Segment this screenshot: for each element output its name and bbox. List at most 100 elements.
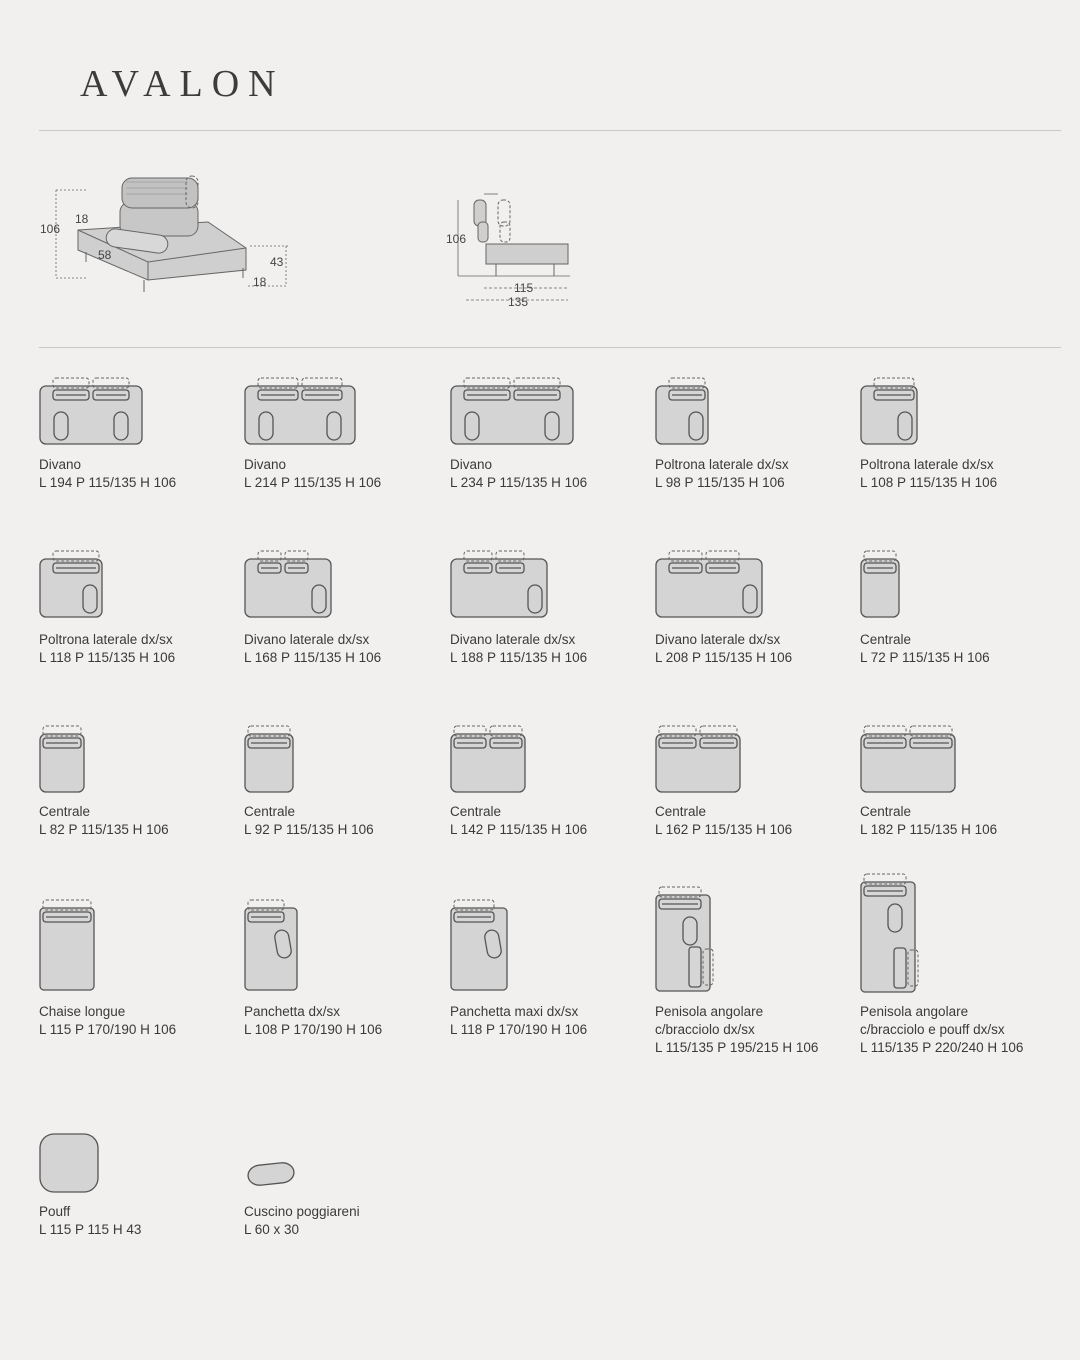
module-name: Poltrona laterale dx/sx: [860, 457, 994, 472]
central-icon: [450, 724, 526, 799]
module-caption: Divano laterale dx/sx L 188 P 115/135 H 1…: [450, 631, 587, 667]
module-name: Divano: [244, 457, 287, 472]
module-dimensions: L 82 P 115/135 H 106: [39, 822, 169, 837]
module-caption: Centrale L 82 P 115/135 H 106: [39, 803, 169, 839]
module-dimensions: L 115 P 115 H 43: [39, 1222, 142, 1237]
module-name: Divano laterale dx/sx: [244, 632, 370, 647]
module-name: Centrale: [655, 804, 707, 819]
module-caption: Centrale L 182 P 115/135 H 106: [860, 803, 997, 839]
module-dimensions: L 60 x 30: [244, 1222, 300, 1237]
module-dimensions: L 108 P 170/190 H 106: [244, 1022, 383, 1037]
dim-height: 106: [40, 222, 60, 236]
module-name: Centrale: [860, 804, 912, 819]
module-name-line2: c/bracciolo dx/sx: [655, 1022, 755, 1037]
module-name: Centrale: [39, 804, 91, 819]
module-dimensions: L 115 P 170/190 H 106: [39, 1022, 177, 1037]
module-item: Centrale L 82 P 115/135 H 106: [39, 724, 239, 924]
module-name: Panchetta dx/sx: [244, 1004, 341, 1019]
dim-height: 106: [446, 232, 466, 246]
module-item: Poltrona laterale dx/sx L 108 P 115/135 H…: [860, 376, 1060, 576]
divider: [39, 347, 1061, 348]
module-dimensions: L 182 P 115/135 H 106: [860, 822, 998, 837]
module-name: Divano: [39, 457, 82, 472]
chaise-longue-icon: [39, 898, 95, 997]
module-item: Pouff L 115 P 115 H 43: [39, 1133, 239, 1333]
divider: [39, 130, 1061, 131]
module-name-line2: c/bracciolo e pouff dx/sx: [860, 1022, 1005, 1037]
module-caption: Centrale L 92 P 115/135 H 106: [244, 803, 374, 839]
sofa-side-icon: [450, 549, 548, 624]
module-dimensions: L 108 P 115/135 H 106: [860, 475, 998, 490]
perspective-sofa-drawing: 106 18 58 43 18: [40, 175, 288, 292]
module-caption: Poltrona laterale dx/sx L 118 P 115/135 H…: [39, 631, 175, 667]
module-name: Centrale: [860, 632, 912, 647]
module-dimensions: L 188 P 115/135 H 106: [450, 650, 588, 665]
module-name: Poltrona laterale dx/sx: [655, 457, 789, 472]
module-item: Divano L 234 P 115/135 H 106: [450, 376, 650, 576]
sofa-side-icon: [655, 549, 763, 624]
sofa-two-arms-icon: [39, 376, 143, 451]
module-dimensions: L 92 P 115/135 H 106: [244, 822, 374, 837]
sofa-two-arms-icon: [244, 376, 356, 451]
armchair-side-icon: [860, 376, 918, 451]
dim-depth-max: 135: [508, 295, 528, 309]
module-item: Centrale L 182 P 115/135 H 106: [860, 724, 1060, 924]
lumbar-cushion-icon: [244, 1160, 298, 1193]
module-item: Poltrona laterale dx/sx L 98 P 115/135 H …: [655, 376, 855, 576]
module-name: Cuscino poggiareni: [244, 1204, 360, 1219]
module-name: Panchetta maxi dx/sx: [450, 1004, 579, 1019]
module-item: Cuscino poggiareni L 60 x 30: [244, 1160, 444, 1360]
dim-depth-min: 115: [514, 281, 533, 295]
module-name: Centrale: [450, 804, 502, 819]
module-name: Pouff: [39, 1204, 71, 1219]
central-icon: [244, 724, 294, 799]
sofa-two-arms-icon: [450, 376, 574, 451]
page-title: AVALON: [80, 63, 285, 105]
module-name: Penisola angolare: [655, 1004, 764, 1019]
module-item: Penisola angolare c/bracciolo e pouff dx/…: [860, 872, 1060, 1072]
module-dimensions: L 98 P 115/135 H 106: [655, 475, 785, 490]
module-name: Penisola angolare: [860, 1004, 969, 1019]
module-caption: Divano L 234 P 115/135 H 106: [450, 456, 587, 492]
module-name: Divano: [450, 457, 493, 472]
module-caption: Panchetta maxi dx/sx L 118 P 170/190 H 10…: [450, 1003, 587, 1039]
module-item: Poltrona laterale dx/sx L 118 P 115/135 H…: [39, 549, 239, 749]
dim-seat-cushion: 58: [98, 248, 112, 262]
central-icon: [655, 724, 741, 799]
module-dimensions: L 208 P 115/135 H 106: [655, 650, 793, 665]
central-icon: [860, 549, 900, 624]
module-item: Panchetta dx/sx L 108 P 170/190 H 106: [244, 898, 444, 1098]
module-name: Poltrona laterale dx/sx: [39, 632, 173, 647]
pouf-icon: [39, 1133, 99, 1198]
armchair-side-icon: [655, 376, 709, 451]
armchair-side-icon: [39, 549, 103, 624]
central-icon: [39, 724, 85, 799]
module-item: Centrale L 92 P 115/135 H 106: [244, 724, 444, 924]
side-view-drawing: 106 115 135: [446, 193, 570, 309]
dim-seat-height: 43: [270, 255, 284, 269]
module-dimensions: L 118 P 170/190 H 106: [450, 1022, 588, 1037]
module-dimensions: L 115/135 P 220/240 H 106: [860, 1040, 1024, 1055]
module-caption: Penisola angolare c/bracciolo e pouff dx/…: [860, 1003, 1023, 1057]
module-dimensions: L 162 P 115/135 H 106: [655, 822, 793, 837]
module-name: Centrale: [244, 804, 296, 819]
dim-back-cushion: 18: [75, 212, 89, 226]
module-name: Divano laterale dx/sx: [450, 632, 576, 647]
dim-base: 18: [253, 275, 267, 289]
module-item: Centrale L 162 P 115/135 H 106: [655, 724, 855, 924]
module-item: Divano laterale dx/sx L 188 P 115/135 H 1…: [450, 549, 650, 749]
module-dimensions: L 234 P 115/135 H 106: [450, 475, 588, 490]
module-caption: Poltrona laterale dx/sx L 98 P 115/135 H …: [655, 456, 789, 492]
module-dimensions: L 118 P 115/135 H 106: [39, 650, 176, 665]
